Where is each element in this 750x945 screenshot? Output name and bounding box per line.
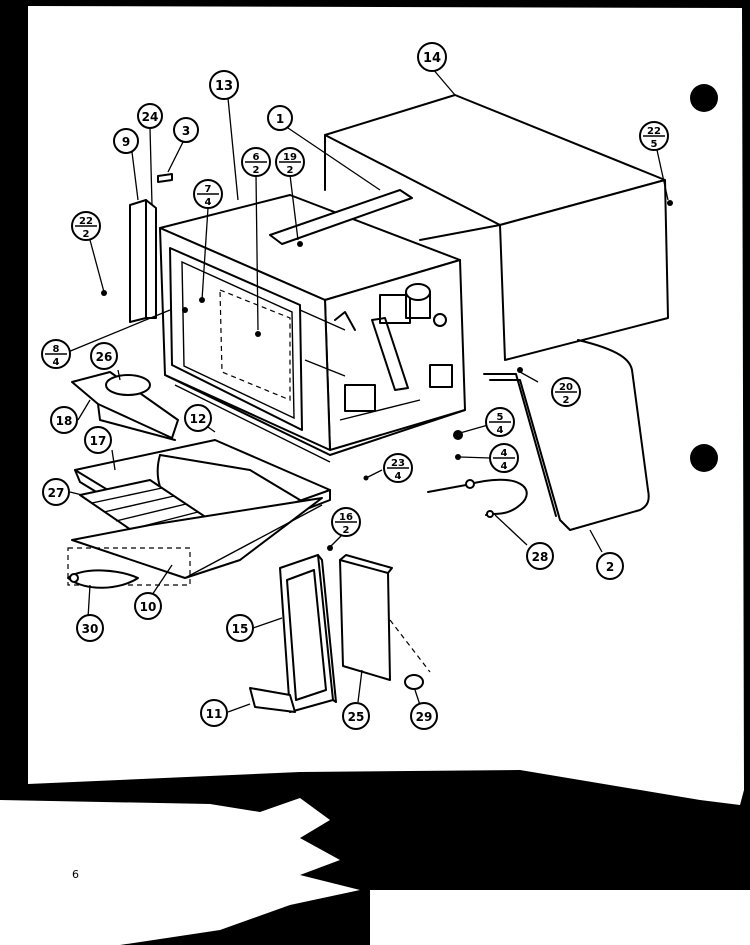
svg-text:4: 4 [501, 461, 508, 472]
part-11-door-trim [249, 687, 296, 713]
svg-text:4: 4 [501, 448, 508, 459]
callout-17: 17 [84, 426, 112, 454]
svg-text:4: 4 [497, 425, 504, 436]
page-number: 6 [72, 868, 79, 881]
scan-noise-white [370, 890, 750, 945]
svg-text:24: 24 [142, 110, 159, 124]
binder-hole-top [690, 84, 718, 112]
svg-text:16: 16 [339, 512, 353, 523]
fraction-callout-4-4: 44 [489, 443, 519, 473]
fraction-callout-22-5: 225 [639, 121, 669, 151]
callout-30: 30 [76, 614, 104, 642]
svg-text:17: 17 [90, 434, 107, 448]
fraction-callout-22-2: 222 [71, 211, 101, 241]
svg-text:4: 4 [205, 197, 212, 208]
part-3-clip [157, 173, 173, 183]
fraction-callout-8-4: 84 [41, 339, 71, 369]
part-14-outer-cabinet [324, 94, 669, 361]
part-29-knob [404, 674, 424, 690]
svg-text:27: 27 [48, 486, 65, 500]
callout-1: 1 [267, 105, 293, 131]
svg-text:19: 19 [283, 152, 297, 163]
fraction-callout-19-2: 192 [275, 147, 305, 177]
svg-text:6: 6 [253, 152, 260, 163]
svg-text:28: 28 [532, 550, 549, 564]
part-9-side-rail [129, 199, 157, 323]
fraction-callout-7-4: 74 [193, 179, 223, 209]
binder-hole-bottom [698, 804, 726, 832]
fraction-callout-6-2: 62 [241, 147, 271, 177]
callout-15: 15 [226, 614, 254, 642]
fraction-callout-5-4: 54 [485, 407, 515, 437]
svg-text:29: 29 [416, 710, 433, 724]
part-2-power-cord [483, 339, 650, 531]
svg-text:3: 3 [182, 124, 190, 138]
svg-text:5: 5 [651, 139, 658, 150]
svg-text:7: 7 [205, 184, 212, 195]
part-25-choke-cover [339, 554, 431, 681]
svg-text:10: 10 [140, 600, 157, 614]
scan-noise-band [0, 798, 360, 945]
lamp-mount-dashed [67, 547, 191, 586]
svg-text:11: 11 [206, 707, 223, 721]
svg-text:9: 9 [122, 135, 130, 149]
svg-text:23: 23 [391, 458, 405, 469]
callout-27: 27 [42, 478, 70, 506]
leader-lines [67, 67, 669, 713]
svg-text:2: 2 [343, 525, 350, 536]
part-15-door [279, 554, 337, 713]
svg-text:1: 1 [276, 112, 284, 126]
svg-text:25: 25 [348, 710, 365, 724]
part-10-base-plate [71, 497, 323, 579]
svg-text:30: 30 [82, 622, 99, 636]
fraction-callout-20-2: 202 [551, 377, 581, 407]
callout-29: 29 [410, 702, 438, 730]
svg-text:4: 4 [53, 357, 60, 368]
svg-text:26: 26 [96, 350, 113, 364]
svg-text:5: 5 [497, 412, 504, 423]
callout-11: 11 [200, 699, 228, 727]
svg-text:2: 2 [606, 560, 614, 574]
callout-10: 10 [134, 592, 162, 620]
callout-25: 25 [342, 702, 370, 730]
callout-3: 3 [173, 117, 199, 143]
svg-text:2: 2 [83, 229, 90, 240]
part-18-lamp-bracket [71, 371, 179, 441]
svg-text:14: 14 [423, 51, 441, 66]
callout-14: 14 [417, 42, 447, 72]
part-28-wire [427, 478, 528, 518]
svg-text:22: 22 [647, 126, 661, 137]
svg-text:2: 2 [253, 165, 260, 176]
svg-text:2: 2 [563, 395, 570, 406]
callout-26: 26 [90, 342, 118, 370]
callout-28: 28 [526, 542, 554, 570]
svg-text:22: 22 [79, 216, 93, 227]
svg-text:15: 15 [232, 622, 249, 636]
fraction-callout-23-4: 234 [383, 453, 413, 483]
svg-text:4: 4 [395, 471, 402, 482]
callout-9: 9 [113, 128, 139, 154]
callout-13: 13 [209, 70, 239, 100]
fraction-callout-16-2: 162 [331, 507, 361, 537]
svg-text:8: 8 [53, 344, 60, 355]
callout-12: 12 [184, 404, 212, 432]
svg-text:20: 20 [559, 382, 573, 393]
svg-text:12: 12 [190, 412, 207, 426]
svg-text:2: 2 [287, 165, 294, 176]
svg-text:18: 18 [56, 414, 73, 428]
callout-18: 18 [50, 406, 78, 434]
callout-24: 24 [137, 103, 163, 129]
callout-2: 2 [596, 552, 624, 580]
binder-hole-middle [690, 444, 718, 472]
svg-text:13: 13 [215, 79, 233, 94]
part-30-lamp [67, 569, 139, 589]
